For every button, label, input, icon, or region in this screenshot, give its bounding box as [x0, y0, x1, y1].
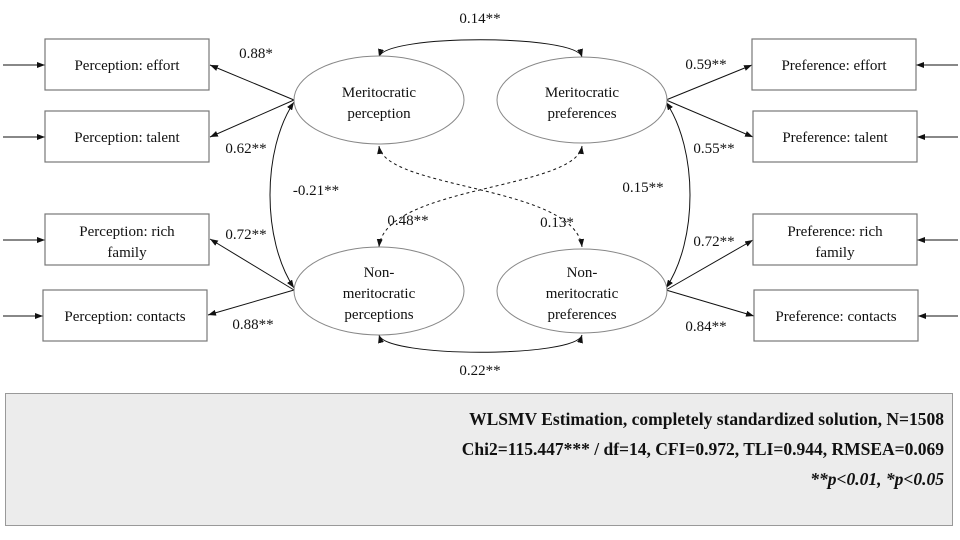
indicator-label: Preference: rich: [787, 224, 883, 240]
indicator-label: Perception: talent: [74, 130, 180, 146]
coef-cov-non-meritocratic: 0.22**: [459, 363, 500, 379]
indicator-label: family: [815, 245, 855, 261]
indicator-preference-contacts: Preference: contacts: [753, 289, 919, 342]
significance-legend: **p<0.01, *p<0.05: [810, 469, 944, 489]
coef-pref-rich: 0.72**: [693, 234, 734, 250]
coef-cov-meritocratic: 0.14**: [459, 11, 500, 27]
indicator-label: Perception: effort: [74, 58, 180, 74]
fit-statistics: Chi2=115.447*** / df=14, CFI=0.972, TLI=…: [461, 439, 944, 459]
sem-path-diagram: Perception: effort Perception: talent Pe…: [3, 11, 958, 379]
latent-label: Non-: [567, 265, 598, 281]
indicator-label: Perception: rich: [79, 224, 175, 240]
indicator-preference-rich-family: Preference: rich family: [752, 213, 918, 266]
indicator-perception-talent: Perception: talent: [44, 110, 210, 163]
indicator-label: Preference: effort: [781, 58, 887, 74]
coef-perc-effort: 0.88*: [239, 46, 273, 62]
latent-non-meritocratic-preferences: Non- meritocratic preferences: [496, 248, 668, 334]
coef-perc-rich: 0.72**: [225, 227, 266, 243]
indicator-label: family: [107, 245, 147, 261]
latent-non-meritocratic-perceptions: Non- meritocratic perceptions: [293, 246, 465, 336]
latent-label: Meritocratic: [545, 85, 619, 101]
latent-label: preferences: [547, 307, 616, 323]
coef-pref-contacts: 0.84**: [685, 319, 726, 335]
latent-label: preferences: [547, 106, 616, 122]
latent-meritocratic-preferences: Meritocratic preferences: [496, 56, 668, 144]
model-fit-footer: WLSMV Estimation, completely standardize…: [5, 393, 953, 526]
loading-paths: [207, 64, 755, 317]
coef-cov-merperc-nonpref: 0.13*: [540, 215, 574, 231]
coefficient-labels: 0.88* 0.62** 0.72** 0.88** 0.59** 0.55**…: [225, 11, 734, 379]
coef-cov-preferences: 0.15**: [622, 180, 663, 196]
indicator-preference-effort: Preference: effort: [751, 38, 917, 91]
coef-pref-effort: 0.59**: [685, 57, 726, 73]
latent-label: perception: [347, 106, 411, 122]
indicator-label: Preference: talent: [782, 130, 888, 146]
indicator-perception-rich-family: Perception: rich family: [44, 213, 210, 266]
latent-label: meritocratic: [343, 286, 416, 302]
coef-perc-contacts: 0.88**: [232, 317, 273, 333]
indicator-label: Preference: contacts: [775, 309, 896, 325]
latent-label: meritocratic: [546, 286, 619, 302]
indicator-perception-effort: Perception: effort: [44, 38, 210, 91]
coef-cov-perceptions: -0.21**: [293, 183, 339, 199]
latent-label: Non-: [364, 265, 395, 281]
error-arrows-left: [3, 62, 45, 319]
estimation-note: WLSMV Estimation, completely standardize…: [469, 409, 944, 429]
coef-perc-talent: 0.62**: [225, 141, 266, 157]
coef-pref-talent: 0.55**: [693, 141, 734, 157]
latent-meritocratic-perception: Meritocratic perception: [293, 55, 465, 145]
indicator-perception-contacts: Perception: contacts: [42, 289, 208, 342]
error-arrows-right: [916, 62, 958, 319]
covariance-paths: [269, 39, 691, 353]
indicator-label: Perception: contacts: [64, 309, 185, 325]
coef-cov-merpref-nonperc: 0.48**: [387, 213, 428, 229]
latent-label: perceptions: [344, 307, 413, 323]
indicator-preference-talent: Preference: talent: [752, 110, 918, 163]
latent-label: Meritocratic: [342, 85, 416, 101]
